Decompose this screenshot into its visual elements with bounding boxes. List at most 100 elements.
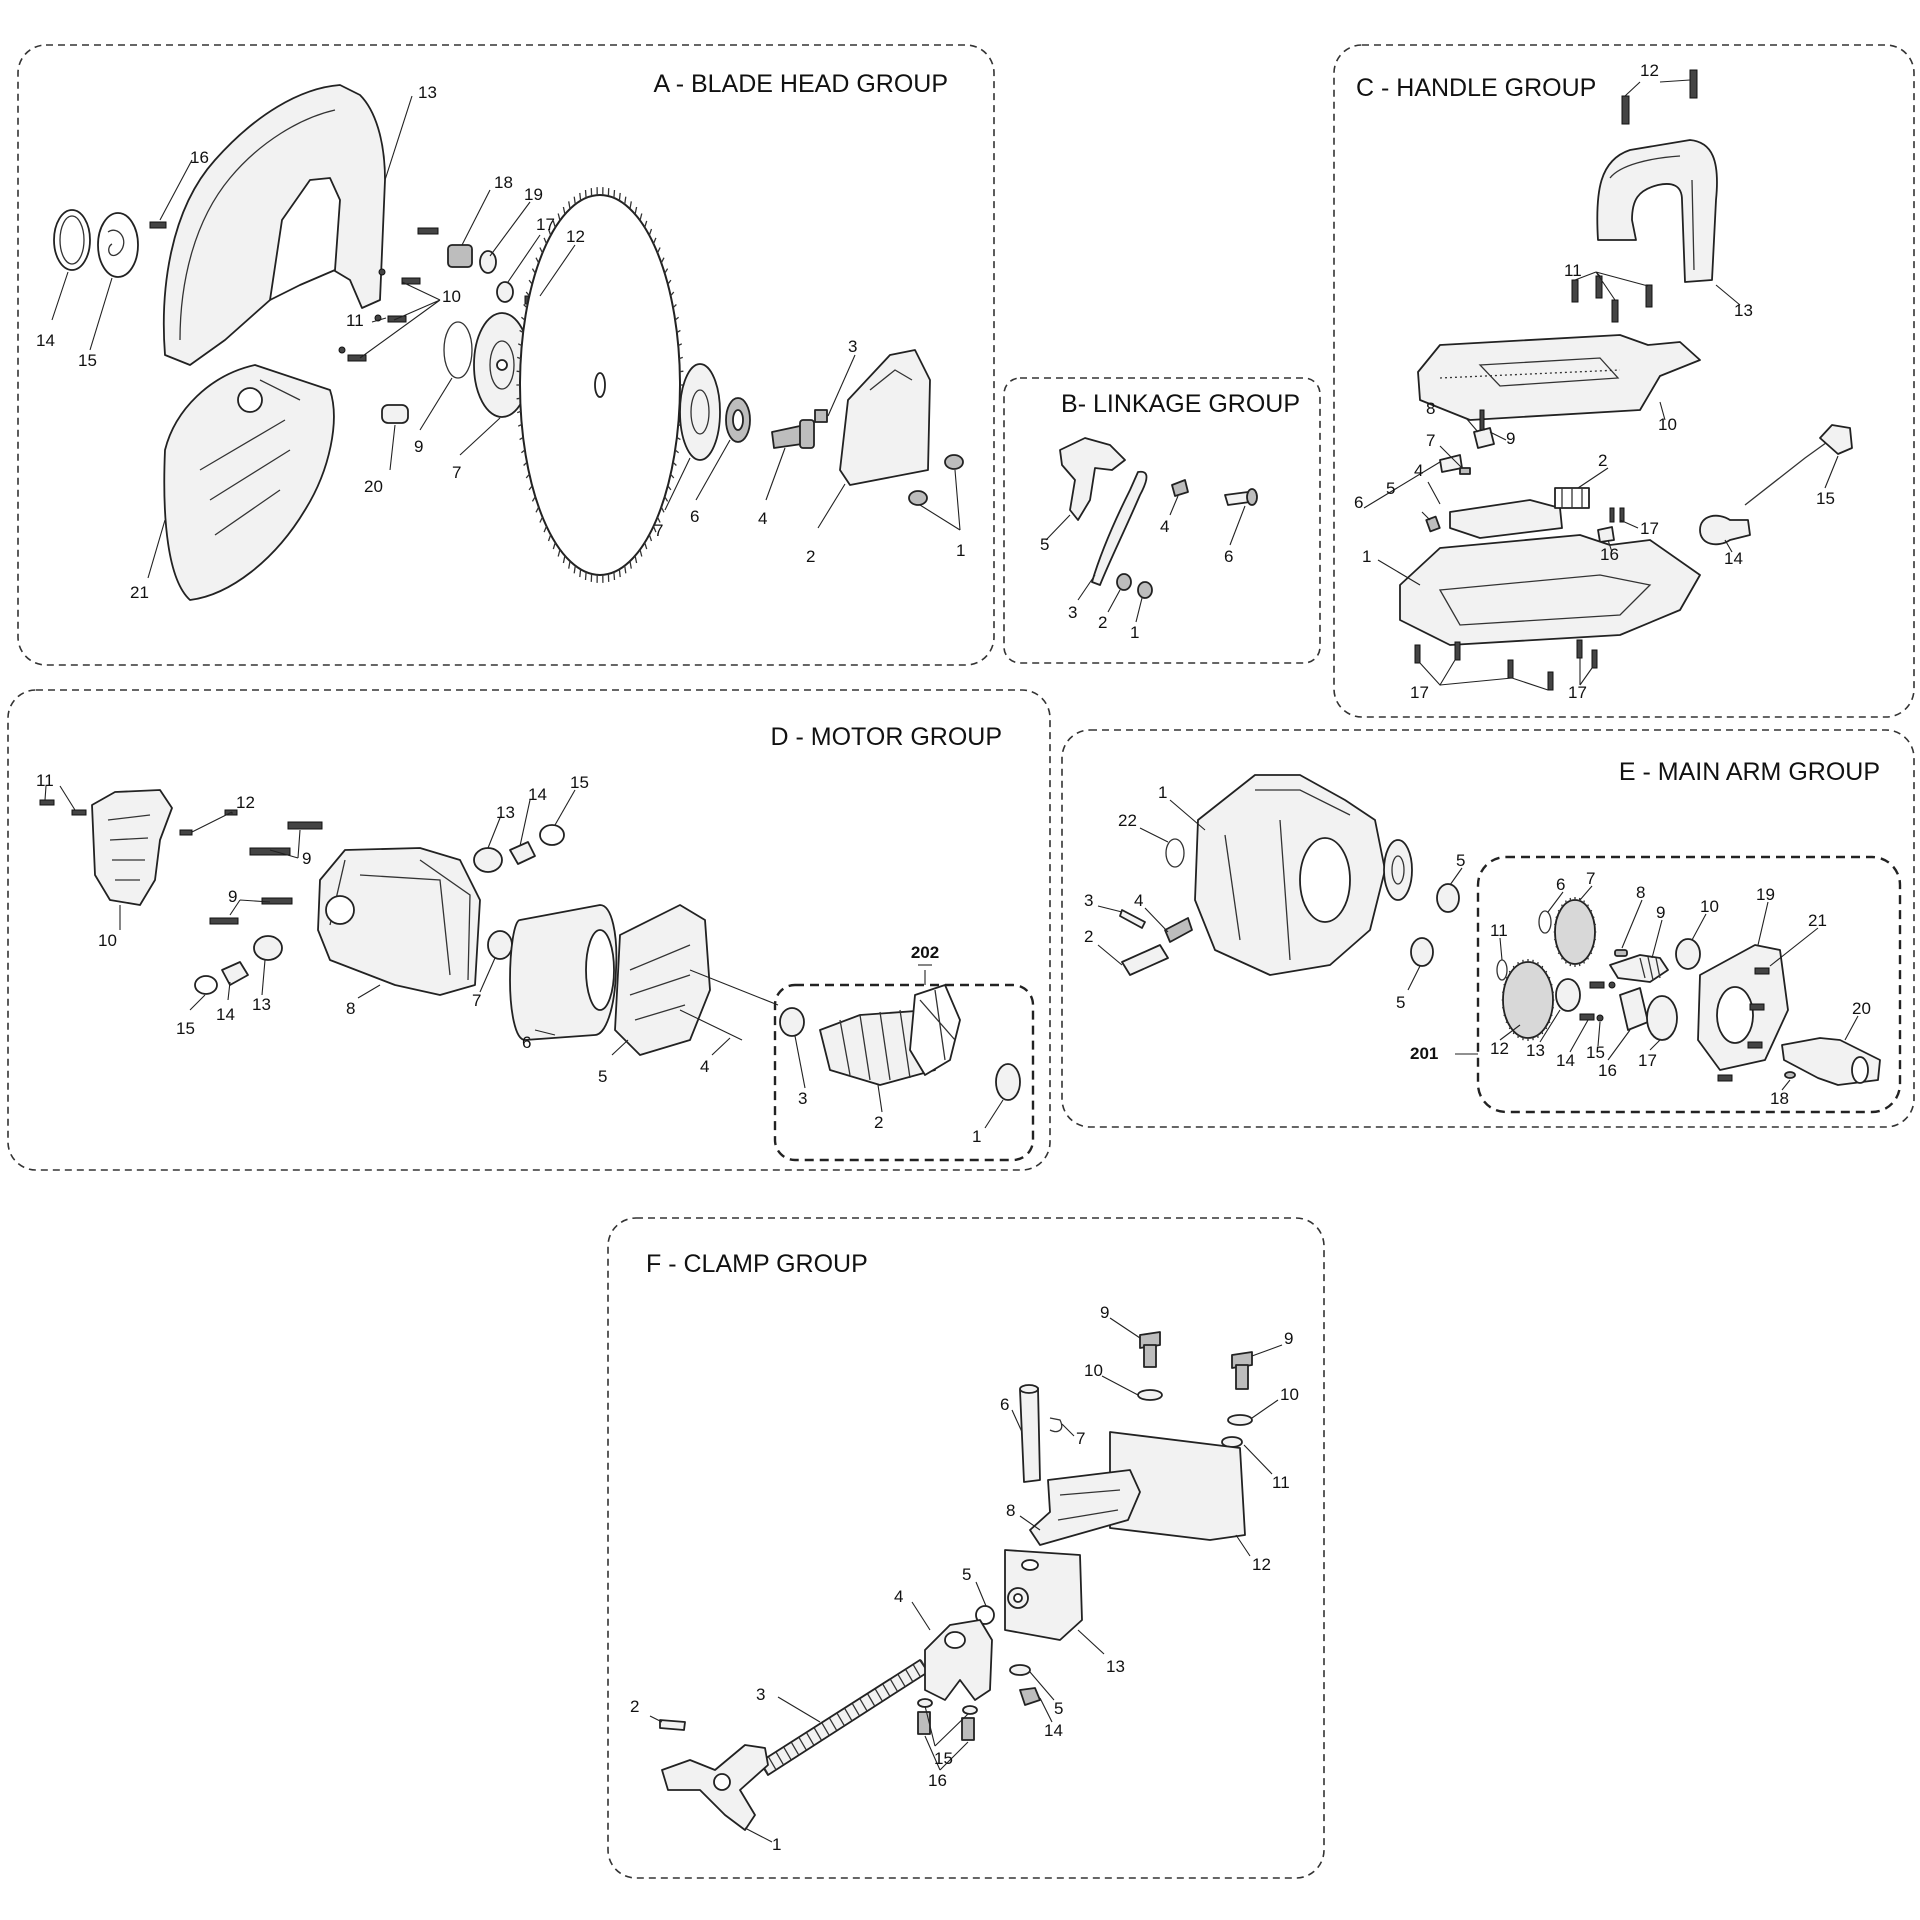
arm-housing-1 [1194, 774, 1386, 976]
nut-f-14 [1019, 1687, 1041, 1706]
bolt-f-9b-head [1231, 1351, 1253, 1369]
callout-c-5: 5 [1386, 479, 1395, 498]
callout-e-4: 4 [1134, 891, 1143, 910]
bearing-d-1 [995, 1063, 1021, 1101]
spring-15 [97, 212, 139, 278]
subassembly-201-frame [1476, 855, 1902, 1114]
knob-b-4 [1171, 479, 1189, 497]
nut-19 [479, 250, 497, 274]
spring-e-4 [1164, 917, 1193, 943]
brush-holder-13a [253, 935, 283, 961]
callout-f-7: 7 [1076, 1429, 1085, 1448]
callout-a-10: 10 [442, 287, 461, 306]
trigger-8 [1473, 427, 1495, 449]
callout-c-13: 13 [1734, 301, 1753, 320]
callout-a-16: 16 [190, 148, 209, 167]
washer-e-15a [1608, 981, 1616, 989]
callout-a-13: 13 [418, 83, 437, 102]
callout-a-20: 20 [364, 477, 383, 496]
group-c-handle: C - HANDLE GROUP [1333, 44, 1915, 718]
screw-a-top [417, 227, 439, 235]
callout-a-6: 6 [690, 507, 699, 526]
linkage-bracket-5 [1059, 437, 1126, 521]
nut-b-1 [1137, 581, 1153, 599]
washer-f-15a [917, 1698, 933, 1708]
knob-1b [908, 490, 928, 506]
callout-e-12: 12 [1490, 1039, 1509, 1058]
handle-top-13 [1596, 139, 1718, 283]
callout-c-4: 4 [1414, 461, 1423, 480]
washer-f-5b [1009, 1664, 1031, 1676]
screw-c-17c [1414, 644, 1421, 664]
screw-e-14a [1589, 981, 1605, 989]
callout-d-5: 5 [598, 1067, 607, 1086]
callout-f-9b: 9 [1284, 1329, 1293, 1348]
callout-b-3: 3 [1068, 603, 1077, 622]
bearing-e-13 [1555, 978, 1581, 1012]
pin-e-3 [1119, 909, 1146, 929]
bearing-d-3 [779, 1007, 805, 1037]
callout-c-2: 2 [1598, 451, 1607, 470]
bolt-f-9a-head [1139, 1331, 1161, 1349]
callout-a-15: 15 [78, 351, 97, 370]
gear-e-7 [1553, 897, 1597, 967]
callout-e-20: 20 [1852, 999, 1871, 1018]
brush-14a [221, 961, 249, 986]
callout-e-10: 10 [1700, 897, 1719, 916]
callout-e-6: 6 [1556, 875, 1565, 894]
screw-10a [401, 277, 421, 285]
pin-f-2 [659, 1719, 686, 1731]
bracket-f-8 [1029, 1469, 1141, 1546]
callout-e-13: 13 [1526, 1041, 1545, 1060]
saw-blade [516, 187, 684, 583]
screw-c-17e [1507, 659, 1514, 679]
callout-c-15: 15 [1816, 489, 1835, 508]
callout-e-5a: 5 [1456, 851, 1465, 870]
brush-cap-15a [194, 975, 218, 995]
group-a-blade-head: A - BLADE HEAD GROUP [17, 44, 995, 666]
pin-f-6 [1019, 1387, 1041, 1483]
callout-e-17: 17 [1638, 1051, 1657, 1070]
callout-c-11: 11 [1564, 261, 1582, 280]
callout-d-3: 3 [798, 1089, 807, 1108]
callout-b-1: 1 [1130, 623, 1139, 642]
callout-a-18: 18 [494, 173, 513, 192]
handle-body-10 [1417, 334, 1701, 421]
callout-f-3: 3 [756, 1685, 765, 1704]
screw-16 [149, 221, 167, 229]
arbor-bolt-4 [771, 425, 803, 449]
callout-f-15: 15 [934, 1749, 953, 1768]
callout-b-5: 5 [1040, 535, 1049, 554]
callout-e-5b: 5 [1396, 993, 1405, 1012]
callout-c-17c: 17 [1568, 683, 1587, 702]
group-a-frame [17, 44, 995, 666]
callout-a-2: 2 [806, 547, 815, 566]
callout-f-10b: 10 [1280, 1385, 1299, 1404]
group-e-title: E - MAIN ARM GROUP [1619, 758, 1880, 786]
bearing-e-10 [1675, 938, 1701, 970]
washer-f-15b [962, 1705, 978, 1715]
callout-d-12: 12 [236, 793, 255, 812]
callout-d-7: 7 [472, 991, 481, 1010]
group-a-title: A - BLADE HEAD GROUP [653, 70, 948, 98]
clamp-plate-13 [1004, 1549, 1083, 1641]
pin-9 [1479, 409, 1485, 431]
callout-e-1: 1 [1158, 783, 1167, 802]
lead-screw-3 [759, 1659, 929, 1776]
circlip-e-11 [1496, 959, 1508, 981]
brush-14b [509, 841, 536, 865]
callout-b-2: 2 [1098, 613, 1107, 632]
group-b-linkage: B- LINKAGE GROUP 5 4 6 3 2 1 [1003, 377, 1321, 664]
callout-e-18: 18 [1770, 1089, 1789, 1108]
subassembly-202-frame [773, 983, 1035, 1162]
screw-e-21c [1747, 1041, 1763, 1049]
callout-d-6: 6 [522, 1033, 531, 1052]
callout-d-14b: 14 [216, 1005, 235, 1024]
callout-f-8: 8 [1006, 1501, 1015, 1520]
screw-c-12b [1689, 69, 1698, 99]
screw-d-9a [249, 847, 291, 856]
screw-e-21b [1749, 1003, 1765, 1011]
group-c-title: C - HANDLE GROUP [1356, 74, 1596, 102]
pinion-e-9 [1609, 954, 1669, 983]
